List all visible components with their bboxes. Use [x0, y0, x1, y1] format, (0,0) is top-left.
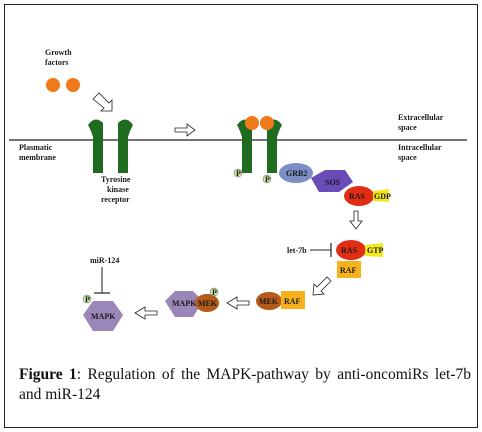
- growth-factors-label: Growth factors: [45, 48, 74, 67]
- grb2-label: GRB2: [286, 169, 307, 178]
- mapk-label: MAPK: [172, 299, 197, 308]
- mapk-protein-active: [165, 291, 203, 317]
- plasmatic-membrane-label: Plasmatic membrane: [19, 143, 56, 162]
- growth-factor-ball: [46, 78, 60, 92]
- phosphate-badge: [233, 168, 243, 178]
- gtp-molecule: [365, 243, 383, 257]
- ras-label: RAS: [349, 192, 366, 201]
- mir124-label: miR-124: [90, 256, 119, 265]
- bound-growth-factor: [245, 116, 259, 130]
- figure-caption-text: : Regulation of the MAPK-pathway by anti…: [19, 366, 471, 403]
- activation-arrow: [174, 123, 196, 137]
- phosphate-label: P: [212, 288, 217, 297]
- mek-label: MEK: [198, 299, 218, 308]
- figure-frame: Growth factors Plasmatic membrane Tyrosi…: [4, 4, 478, 428]
- intracellular-space-label: Intracellular space: [398, 143, 443, 162]
- phosphate-label: P: [85, 295, 90, 304]
- mapk-protein-final: [83, 301, 123, 331]
- raf-label: RAF: [284, 297, 301, 306]
- raf-protein: [337, 261, 361, 278]
- sos-protein: [311, 170, 353, 192]
- mapk-pathway-diagram: Growth factors Plasmatic membrane Tyrosi…: [9, 48, 467, 331]
- binding-arrow: [92, 92, 113, 112]
- mek-label: MEK: [259, 297, 279, 306]
- gdp-label: GDP: [374, 192, 391, 201]
- grb2-protein: [279, 163, 313, 183]
- extracellular-space-label: Extracellular space: [398, 113, 445, 132]
- phosphate-label: P: [265, 175, 270, 184]
- phosphate-badge: [262, 174, 272, 184]
- raf-activation-arrow: [312, 276, 332, 296]
- tyrosine-kinase-receptor-label: Tyrosine kinase receptor: [101, 175, 132, 204]
- raf-protein-complex: [281, 291, 305, 309]
- mapk-activation-arrow: [134, 306, 158, 320]
- growth-factor-ball: [66, 78, 80, 92]
- mek-activation-arrow: [226, 296, 250, 310]
- mapk-label: MAPK: [91, 312, 116, 321]
- phosphate-badge: [209, 287, 219, 297]
- mek-protein-complex: [195, 294, 219, 312]
- bound-growth-factor: [260, 116, 274, 130]
- ras-protein-gdp: [344, 186, 374, 206]
- let7b-label: let-7b: [287, 246, 307, 255]
- sos-label: SOS: [325, 178, 341, 187]
- figure-number: Figure 1: [19, 366, 77, 383]
- ras-label: RAS: [341, 246, 358, 255]
- phosphate-badge: [82, 294, 92, 304]
- gdp-molecule: [373, 189, 389, 202]
- mek-protein: [256, 292, 282, 310]
- tyrosine-kinase-receptor-bound: [237, 119, 282, 173]
- ras-protein-gtp: [336, 240, 366, 260]
- raf-label: RAF: [340, 266, 357, 275]
- phosphate-label: P: [236, 169, 241, 178]
- tyrosine-kinase-receptor-unbound: [88, 119, 133, 173]
- figure-caption: Figure 1: Regulation of the MAPK-pathway…: [19, 365, 471, 405]
- ras-activation-arrow: [349, 210, 363, 230]
- gtp-label: GTP: [367, 246, 384, 255]
